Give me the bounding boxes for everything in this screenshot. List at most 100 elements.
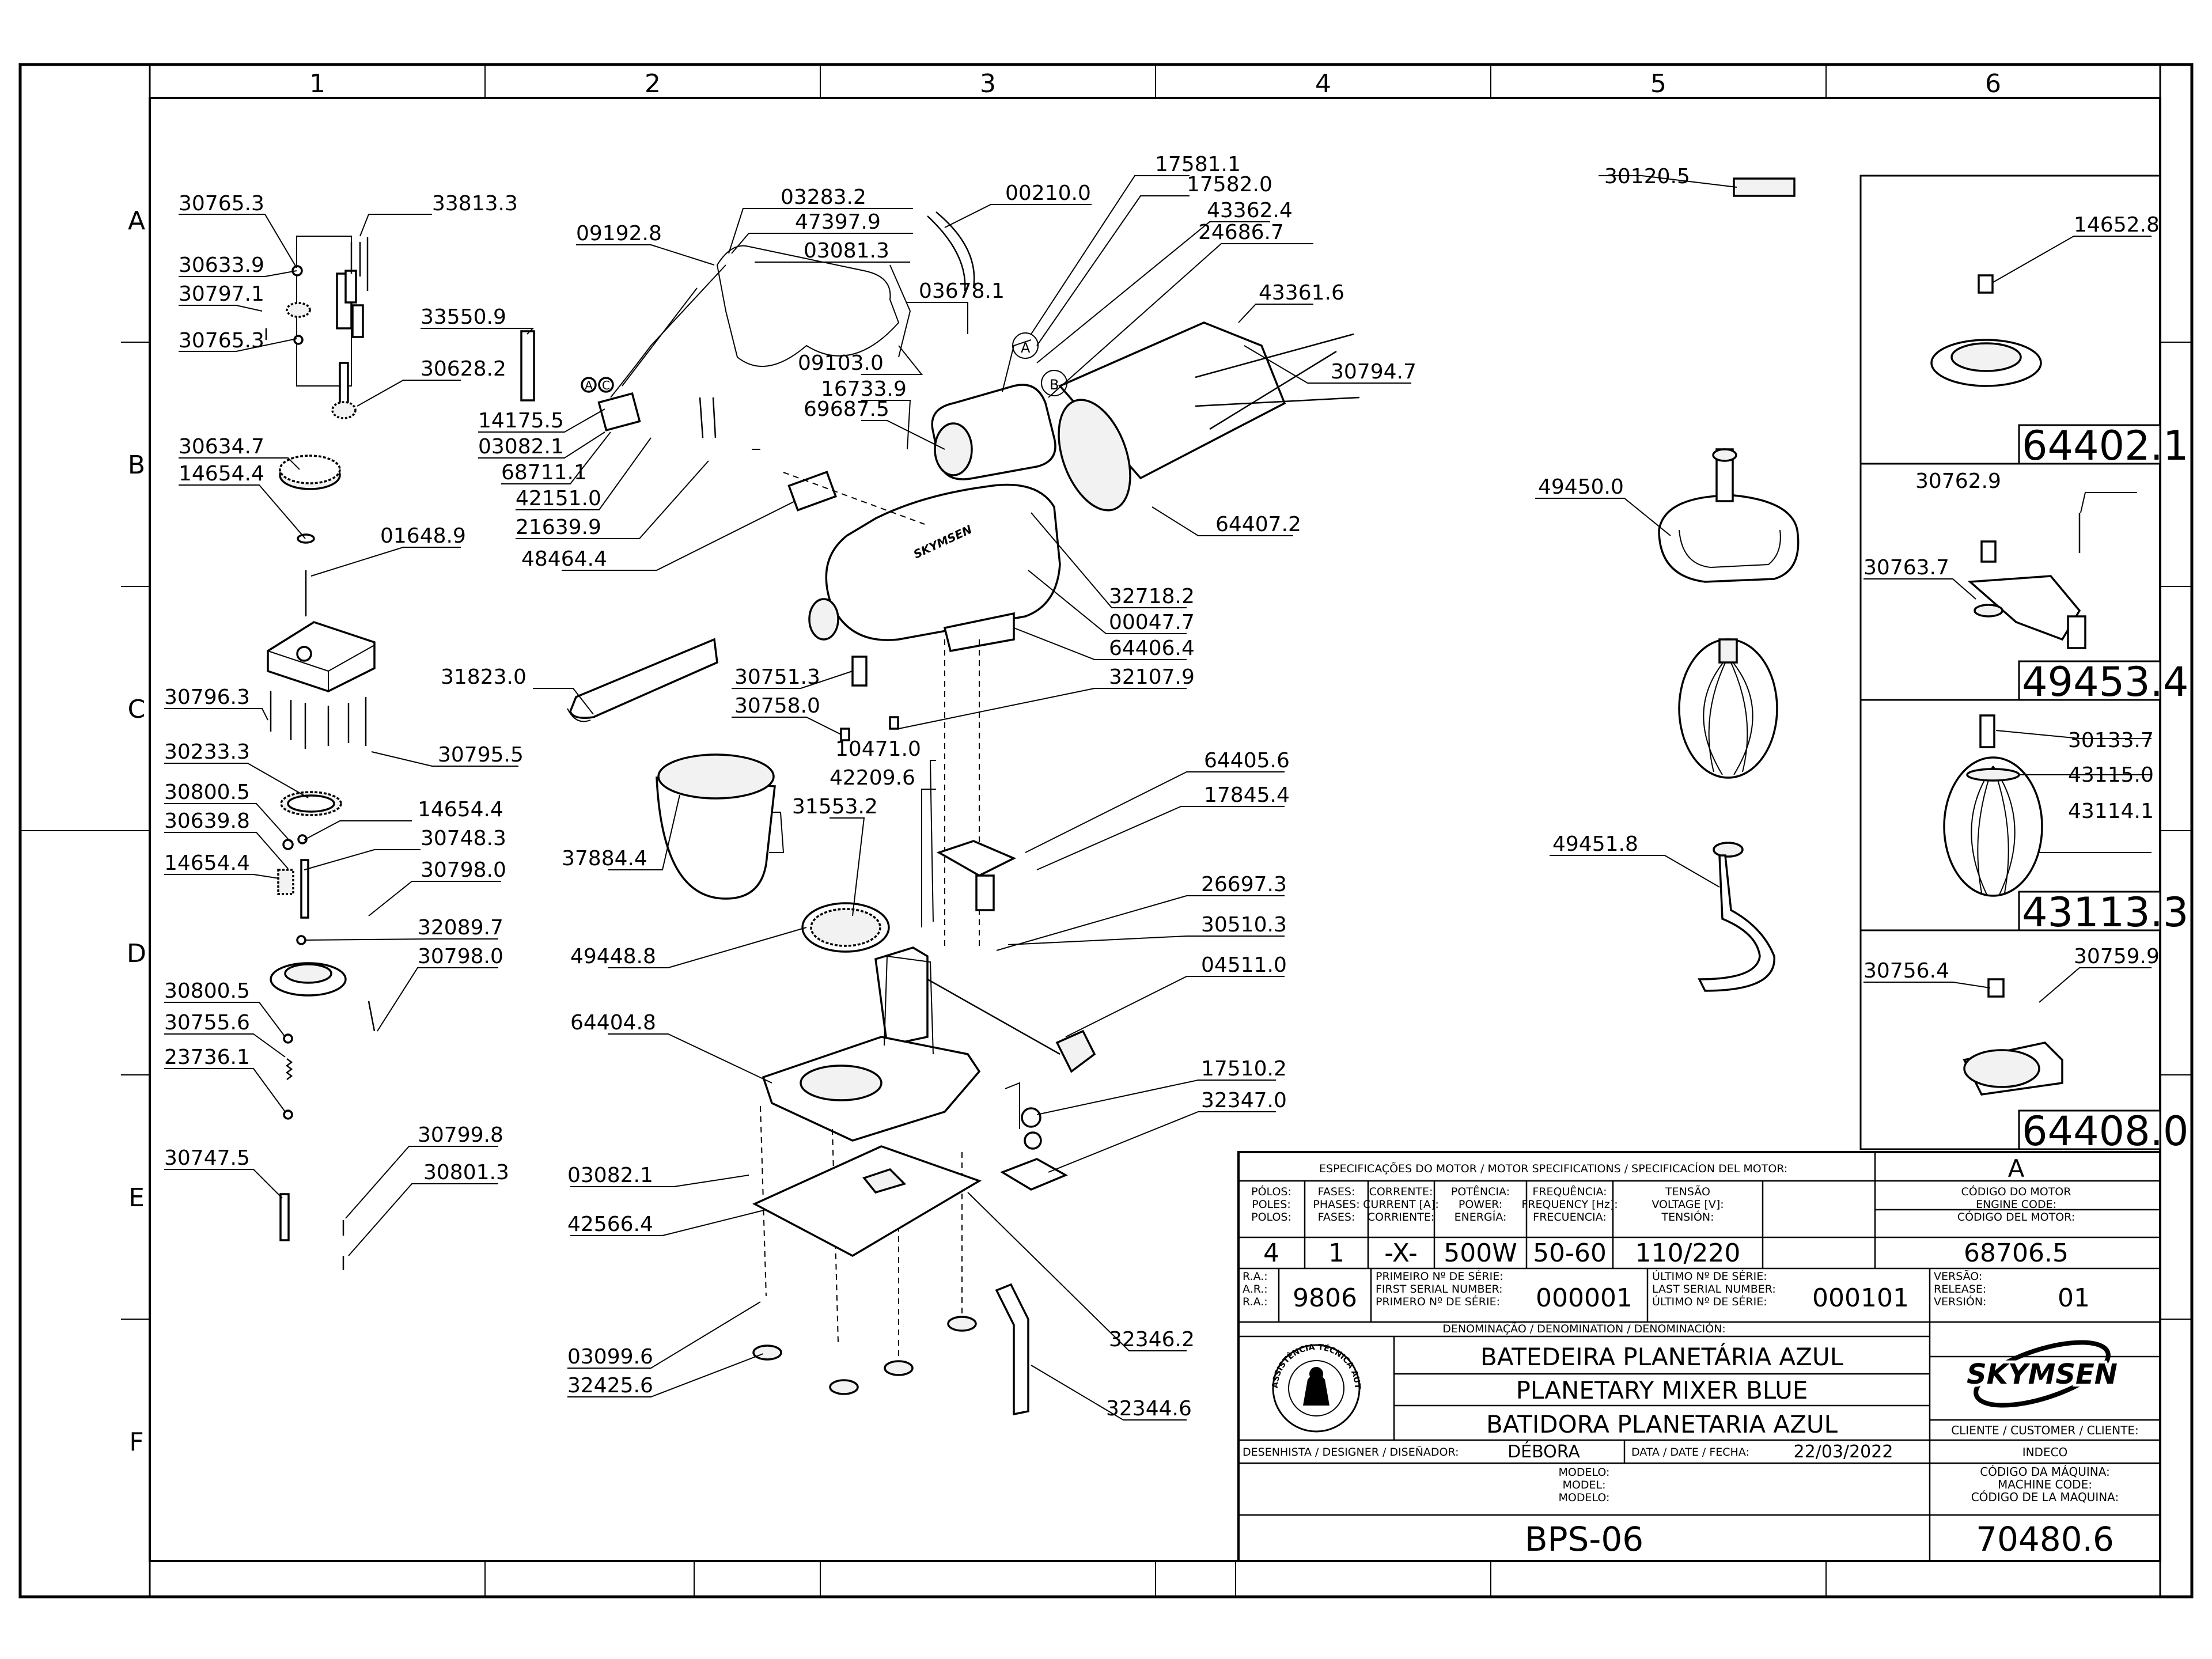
part-label: 30634.7 <box>179 435 264 459</box>
part-label: 17582.0 <box>1187 173 1272 196</box>
leader-lines <box>164 175 2152 1421</box>
part-label: 30755.6 <box>164 1011 250 1035</box>
part-label: 30751.3 <box>734 665 820 689</box>
planetary-gear-assembly <box>265 236 535 1270</box>
poles-value: 4 <box>1263 1238 1279 1268</box>
kit-code: 43113.3 <box>2022 889 2188 936</box>
row-F: F <box>129 1427 143 1457</box>
callout-letter-b: B <box>1050 377 1059 393</box>
part-label: 32344.6 <box>1106 1397 1192 1421</box>
release-label: VERSÃO:RELEASE:VERSIÓN: <box>1934 1270 1986 1308</box>
part-label: 30633.9 <box>179 253 264 277</box>
part-label: 32347.0 <box>1201 1089 1287 1112</box>
part-label: 32425.6 <box>567 1374 653 1397</box>
ra-label: R.A.:A.R.:R.A.: <box>1243 1270 1268 1308</box>
part-label: 43362.4 <box>1207 199 1293 222</box>
part-label: 49448.8 <box>570 945 656 968</box>
part-label: 64406.4 <box>1109 637 1195 660</box>
row-B: B <box>128 450 145 480</box>
motor-spec-header: ESPECIFICAÇÕES DO MOTOR / MOTOR SPECIFIC… <box>1319 1162 1787 1175</box>
date-value: 22/03/2022 <box>1794 1442 1893 1462</box>
voltage-value: 110/220 <box>1635 1238 1741 1268</box>
part-label: 14654.4 <box>179 462 264 486</box>
client-value: INDECO <box>2022 1445 2068 1459</box>
part-label: 30233.3 <box>164 740 250 764</box>
column-6: 6 <box>1985 69 2001 99</box>
detail-callouts: A B <box>1012 332 1067 396</box>
poles-label: PÓLOS:POLES:POLOS: <box>1251 1184 1291 1224</box>
version-letter: A <box>2008 1154 2025 1183</box>
part-label: 21639.9 <box>516 516 601 539</box>
power-label: POTÊNCIA:POWER:ENERGÍA: <box>1451 1185 1510 1224</box>
frequency-label: FREQUÊNCIA:FREQUENCY [Hz]:FRECUENCIA: <box>1521 1185 1618 1224</box>
part-label: 14652.8 <box>2074 213 2160 237</box>
part-label: 17845.4 <box>1204 783 1290 807</box>
part-label: 24686.7 <box>1198 221 1284 244</box>
title-block: ESPECIFICAÇÕES DO MOTOR / MOTOR SPECIFIC… <box>0 0 2161 1562</box>
part-label: 00210.0 <box>1005 181 1091 205</box>
last-serial: 000101 <box>1812 1283 1909 1313</box>
name-en: PLANETARY MIXER BLUE <box>1516 1376 1808 1404</box>
designer-value: DÉBORA <box>1508 1441 1580 1462</box>
designer-label: DESENHISTA / DESIGNER / DISEÑADOR: <box>1243 1445 1459 1459</box>
part-label: 47397.9 <box>795 210 881 234</box>
part-label: 30510.3 <box>1201 913 1287 937</box>
attachments <box>1658 177 1800 992</box>
callout-letter-a: A <box>1021 340 1031 356</box>
part-label: 30796.3 <box>164 685 250 709</box>
release-value: 01 <box>2058 1283 2090 1313</box>
date-label: DATA / DATE / FECHA: <box>1631 1446 1749 1459</box>
phases-label: FASES:PHASES:FASES: <box>1313 1185 1359 1224</box>
part-label: 31823.0 <box>441 665 527 689</box>
row-C: C <box>128 695 146 724</box>
part-label: 30120.5 <box>1604 165 1690 188</box>
part-label: 33550.9 <box>421 305 506 329</box>
part-label: 48464.4 <box>521 547 607 571</box>
part-label: 43361.6 <box>1259 281 1344 305</box>
part-label: 03082.1 <box>478 435 564 459</box>
motor-head-assembly: A C SKYMSEN <box>581 211 1360 653</box>
part-label: 30798.0 <box>421 858 506 882</box>
part-label: 10471.0 <box>835 737 921 761</box>
part-label: 26697.3 <box>1201 873 1287 896</box>
part-label: 32107.9 <box>1109 665 1195 689</box>
svg-text:SKYMSEN: SKYMSEN <box>1967 1358 2118 1391</box>
kit-code: 64402.1 <box>2022 422 2188 469</box>
part-label: 01648.9 <box>380 524 466 548</box>
part-label: 30762.9 <box>1915 469 2001 493</box>
column-1: 1 <box>309 69 325 99</box>
part-labels: 30765.3 33813.3 30633.9 30797.1 30765.3 … <box>164 153 2160 1421</box>
part-label: 30794.7 <box>1331 360 1416 384</box>
first-serial: 000001 <box>1536 1283 1633 1313</box>
part-label: 64404.8 <box>570 1011 656 1035</box>
part-label: 30759.9 <box>2074 945 2160 968</box>
kit-code: 64408.0 <box>2022 1108 2188 1155</box>
part-label: 64405.6 <box>1204 749 1290 772</box>
machine-code: 70480.6 <box>1976 1520 2114 1559</box>
part-label: 37884.4 <box>562 847 647 870</box>
column-2: 2 <box>645 69 661 99</box>
frequency-value: 50-60 <box>1533 1238 1607 1268</box>
part-label: 32089.7 <box>418 916 503 940</box>
ra-value: 9806 <box>1293 1283 1357 1313</box>
part-label: 30798.0 <box>418 945 503 968</box>
harness-marker-c: C <box>602 378 610 392</box>
part-label: 30758.0 <box>734 694 820 718</box>
part-label: 30639.8 <box>164 809 250 833</box>
last-serial-label: ÚLTIMO Nº DE SÉRIE:LAST SERIAL NUMBER:ÚL… <box>1652 1269 1776 1308</box>
column-3: 3 <box>980 69 996 99</box>
model-label: MODELO:MODEL:MODELO: <box>1559 1466 1610 1504</box>
phases-value: 1 <box>1328 1238 1344 1268</box>
part-label: 00047.7 <box>1109 611 1195 634</box>
kit-panels <box>1859 175 2161 1150</box>
part-label: 30763.7 <box>1863 556 1949 579</box>
part-label: 14654.4 <box>164 851 250 875</box>
part-label: 30765.3 <box>179 329 264 353</box>
part-label: 49450.0 <box>1538 475 1624 499</box>
part-label: 09192.8 <box>576 222 662 245</box>
grid-reference-labels: 1 2 3 4 5 6 A B C D E F <box>127 69 2001 1457</box>
current-value: -X- <box>1384 1238 1418 1268</box>
part-label: 03081.3 <box>804 239 889 263</box>
